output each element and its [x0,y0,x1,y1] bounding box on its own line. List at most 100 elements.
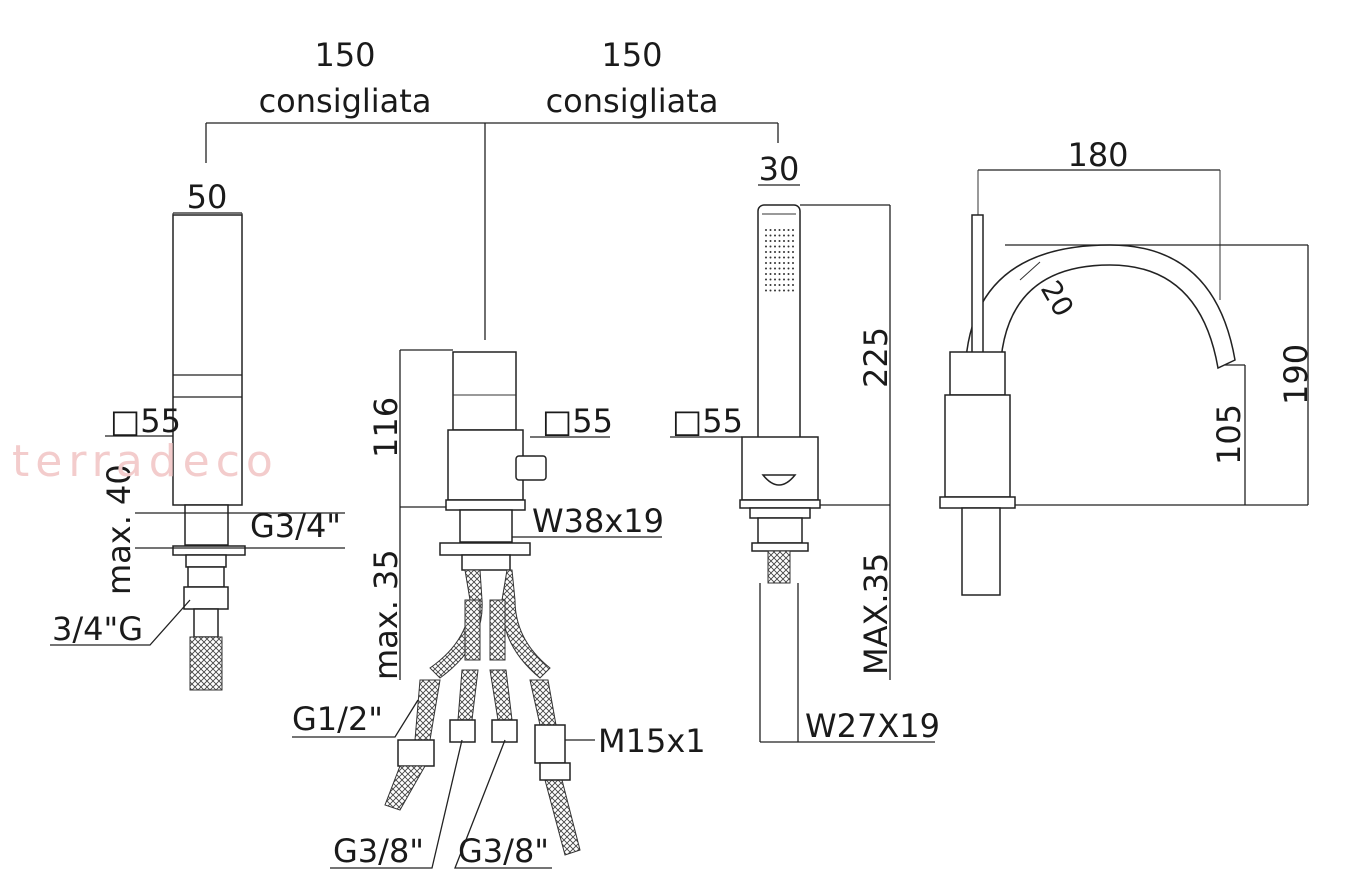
spray-hole [778,278,781,281]
spray-hole [792,251,794,253]
hose-g12-label: G1/2" [292,700,383,738]
spray-hole [765,234,767,237]
spray-hole [769,229,772,231]
spray-hole [787,284,790,286]
mixer-nut-label: W38x19 [532,502,664,540]
handshower-component: 30 W27X19 225 MAX.35 □55 [670,150,940,745]
spray-hole [792,289,794,292]
spray-hole [792,245,794,248]
spray-hole [787,229,790,231]
spray-hole [774,240,776,242]
spray-hole [765,267,767,270]
spray-hole [778,240,781,242]
spray-hole [787,267,790,270]
spray-hole [774,251,776,253]
handshower-nut-label: W27X19 [805,707,940,745]
spray-hole [765,240,767,242]
spray-hole [778,267,781,270]
spray-hole [792,262,794,264]
spray-hole [792,240,794,242]
handshower-width-label: 30 [759,150,800,188]
hose-m15-label: M15x1 [598,722,706,760]
spray-hole [783,251,785,253]
handshower-square-label: □55 [672,402,743,440]
max-35-mixer-label: max. 35 [367,549,405,680]
spray-hole [792,256,794,259]
spray-hole [778,229,781,231]
spray-hole [787,234,790,237]
spacing-right-value: 150 [601,36,662,74]
spray-hole [792,284,794,286]
max-40-label: max. 40 [100,464,138,595]
spray-hole [765,289,767,292]
spray-hole [778,234,781,237]
spray-hole [769,240,772,242]
spacing-dimension: 150 consigliata 150 consigliata [205,36,779,340]
mixer-square-label: □55 [542,402,613,440]
spray-hole [787,240,790,242]
spray-hole [774,273,776,275]
spray-hole [783,240,785,242]
spray-hole [787,245,790,248]
spray-hole [783,256,785,259]
diverter-thread-label: G3/4" [250,507,341,545]
spray-hole [774,229,776,231]
spray-hole [778,289,781,292]
spout-component: 180 20 190 105 [939,136,1315,596]
spray-hole [769,251,772,253]
spray-hole [765,284,767,286]
watermark: terradeco [12,436,279,487]
spray-hole [774,278,776,281]
spray-hole [774,262,776,264]
spray-hole [783,245,785,248]
spray-hole [765,262,767,264]
spout-reach-label: 180 [1067,136,1128,174]
spray-hole [774,289,776,292]
spray-hole [769,278,772,281]
spray-hole [774,284,776,286]
spray-hole [765,256,767,259]
hose-g38-a-label: G3/8" [333,832,424,870]
spray-hole [778,284,781,286]
spray-hole [792,278,794,281]
spray-hole [778,251,781,253]
mixer-component: 116 max. 35 □55 W38x19 G1/2" M15x1 G3/8"… [292,349,706,870]
spray-hole [769,262,772,264]
spray-hole [774,256,776,259]
diverter-width-label: 50 [187,178,228,216]
spray-hole [765,229,767,231]
handshower-height-label: 225 [857,327,895,388]
mixer-height-label: 116 [367,397,405,458]
spray-hole [765,273,767,275]
spacing-right-note: consigliata [546,82,719,120]
spray-hole [787,273,790,275]
spray-hole [769,234,772,237]
spacing-left-value: 150 [314,36,375,74]
hose-g38-b-label: G3/8" [458,832,549,870]
spray-hole [783,273,785,275]
spray-hole [765,251,767,253]
spacing-left-note: consigliata [259,82,432,120]
spray-hole [792,267,794,270]
spout-outlet-height-label: 105 [1210,404,1248,465]
spray-hole [769,273,772,275]
spray-hole [783,262,785,264]
spray-hole [778,273,781,275]
spray-hole [783,289,785,292]
spray-hole [778,245,781,248]
spray-hole [787,251,790,253]
spray-hole [774,245,776,248]
spray-hole [783,278,785,281]
spray-hole [769,289,772,292]
spray-hole [778,262,781,264]
spray-hole [787,256,790,259]
spray-hole [783,284,785,286]
spray-hole [778,256,781,259]
spray-holes [765,229,794,292]
spray-hole [783,229,785,231]
diverter-square-label: □55 [110,402,181,440]
spray-hole [787,289,790,292]
spray-hole [783,234,785,237]
